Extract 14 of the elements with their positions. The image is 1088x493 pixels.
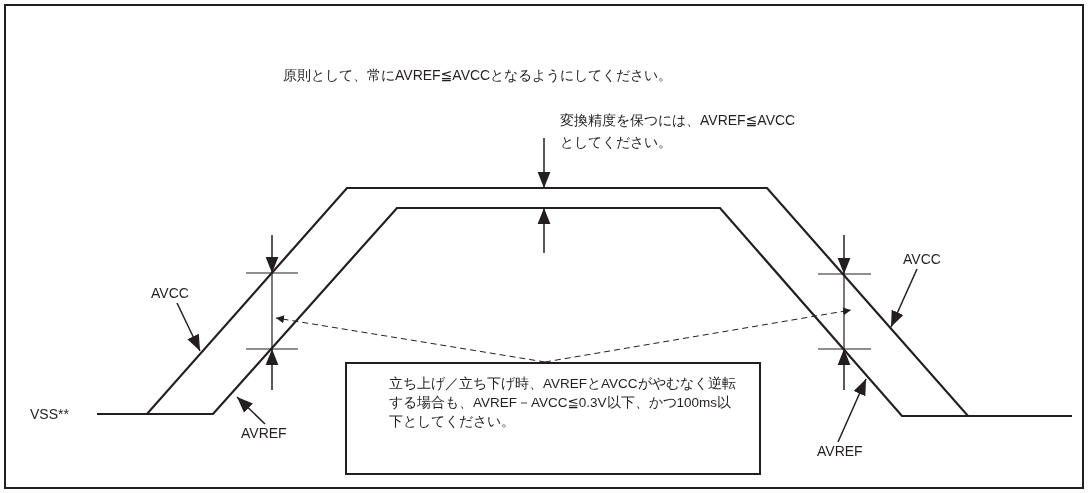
signal-label: AVREF (241, 424, 309, 443)
signal-label: AVREF (817, 442, 885, 461)
leader-line (890, 268, 918, 328)
leader-line (236, 396, 266, 425)
leader-line (837, 378, 867, 443)
leader-line (275, 315, 546, 363)
leader-line (544, 307, 852, 363)
annotation-text: VSS** (30, 405, 69, 424)
signal-label: AVCC (903, 250, 955, 269)
annotation-text: 変換精度を保つには、AVREF≦AVCCとしてください。 (560, 111, 797, 152)
note-box: 立ち上げ／立ち下げ時、AVREFとAVCCがやむなく逆転する場合も、AVREF－AVCC≦0.3V以下、かつ100ms以下としてください。 (345, 362, 761, 475)
leader-line (176, 302, 201, 352)
signal-label: AVCC (151, 284, 203, 303)
annotation-text: 原則として、常にAVREF≦AVCCとなるようにしてください。 (283, 66, 673, 85)
